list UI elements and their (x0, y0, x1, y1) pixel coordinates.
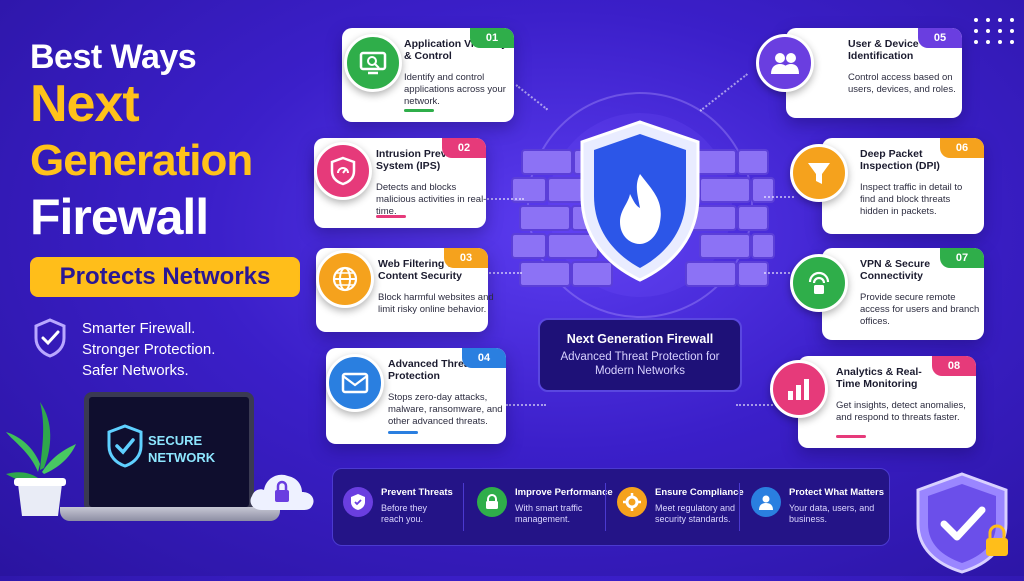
gear-icon (617, 487, 647, 517)
dot-grid-decoration (972, 16, 1016, 51)
connector-line (764, 272, 794, 274)
feature-card-02: Intrusion Prevention System (IPS) Detect… (314, 138, 486, 228)
shield-check-icon (106, 424, 144, 473)
bar-chart-icon (770, 360, 828, 418)
feature-title: User & Device Identification (848, 38, 919, 62)
secure-line1: SECURE (148, 433, 203, 448)
feature-desc: Identify and control applications across… (404, 72, 506, 107)
accent-bar (388, 431, 418, 434)
feature-number: 08 (932, 356, 976, 376)
benefit-title: Prevent Threats (381, 487, 453, 498)
shield-check-icon (343, 487, 373, 517)
accent-bar (404, 109, 434, 112)
feature-card-05: User & Device Identification Control acc… (786, 28, 962, 118)
feature-title: Advanced Threat Protection (388, 358, 474, 382)
shield-check-icon (32, 318, 68, 363)
center-title: Next Generation Firewall (566, 332, 714, 346)
benefit-item: Protect What Matters Your data, users, a… (741, 469, 887, 545)
feature-card-08: Analytics & Real-Time Monitoring Get ins… (798, 356, 976, 448)
feature-title: Web Filtering & Content Security (378, 258, 463, 282)
secure-line2: NETWORK (148, 450, 216, 465)
headline-line2: Next (30, 75, 140, 133)
laptop-screen (84, 392, 254, 512)
tagline-line: Safer Networks. (82, 362, 189, 379)
cloud-lock-icon (246, 466, 318, 519)
secure-network-label: SECURE NETWORK (148, 432, 215, 466)
benefit-desc: With smart traffic management. (515, 503, 583, 524)
feature-title: Deep Packet Inspection (DPI) (860, 148, 940, 172)
benefit-desc: Before they reach you. (381, 503, 428, 524)
connector-line (736, 404, 796, 406)
plant-illustration (0, 392, 80, 527)
connector-line (764, 196, 794, 198)
mail-icon (326, 354, 384, 412)
feature-number: 04 (462, 348, 506, 368)
benefit-title: Protect What Matters (789, 487, 885, 498)
feature-desc: Provide secure remote access for users a… (860, 292, 980, 327)
connector-line (486, 272, 522, 274)
headline-line3: Generation (30, 136, 253, 185)
tagline-line: Stronger Protection. (82, 341, 216, 358)
shield-gauge-icon (314, 142, 372, 200)
benefit-item: Ensure Compliance Meet regulatory and se… (607, 469, 744, 545)
connector-line (484, 198, 524, 200)
benefit-title: Improve Performance (515, 487, 613, 498)
benefit-title: Ensure Compliance (655, 487, 744, 498)
benefit-desc: Your data, users, and business. (789, 503, 875, 524)
accent-bar (376, 215, 406, 218)
feature-desc: Block harmful websites and limit risky o… (378, 292, 494, 315)
shield-check-badge-icon (910, 468, 1020, 581)
users-icon (756, 34, 814, 92)
globe-icon (316, 250, 374, 308)
feature-card-07: VPN & Secure Connectivity Provide secure… (822, 248, 984, 340)
benefit-item: Prevent Threats Before they reach you. (333, 469, 469, 545)
feature-number: 05 (918, 28, 962, 48)
feature-desc: Inspect traffic in detail to find and bl… (860, 182, 963, 217)
tagline: Smarter Firewall. Stronger Protection. S… (82, 318, 215, 381)
feature-title: Analytics & Real-Time Monitoring (836, 366, 922, 390)
accent-bar (836, 435, 866, 438)
connector-line (506, 404, 546, 406)
center-subtitle: Advanced Threat Protection for Modern Ne… (560, 351, 720, 377)
divider (739, 483, 740, 531)
headline-line4: Firewall (30, 189, 209, 245)
tagline-line: Smarter Firewall. (82, 320, 196, 337)
benefits-bar: Prevent Threats Before they reach you. I… (332, 468, 890, 546)
shield-fire-icon (574, 118, 706, 289)
feature-number: 02 (442, 138, 486, 158)
benefit-item: Improve Performance With smart traffic m… (467, 469, 613, 545)
filter-icon (790, 144, 848, 202)
feature-number: 01 (470, 28, 514, 48)
feature-desc: Control access based on users, devices, … (848, 72, 956, 95)
feature-number: 03 (444, 248, 488, 268)
divider (605, 483, 606, 531)
feature-title: VPN & Secure Connectivity (860, 258, 931, 282)
user-icon (751, 487, 781, 517)
divider (463, 483, 464, 531)
feature-card-06: Deep Packet Inspection (DPI) Inspect tra… (822, 138, 984, 234)
headline-badge: Protects Networks (30, 257, 300, 297)
lock-signal-icon (790, 254, 848, 312)
benefit-desc: Meet regulatory and security standards. (655, 503, 736, 524)
search-monitor-icon (344, 34, 402, 92)
feature-desc: Get insights, detect anomalies, and resp… (836, 400, 966, 423)
lock-icon (477, 487, 507, 517)
center-label: Next Generation Firewall Advanced Threat… (538, 318, 742, 392)
feature-desc: Stops zero-day attacks, malware, ransomw… (388, 392, 503, 427)
laptop-base (60, 507, 280, 521)
feature-number: 07 (940, 248, 984, 268)
feature-desc: Detects and blocks malicious activities … (376, 182, 487, 217)
headline-line1: Best Ways (30, 38, 197, 76)
feature-number: 06 (940, 138, 984, 158)
